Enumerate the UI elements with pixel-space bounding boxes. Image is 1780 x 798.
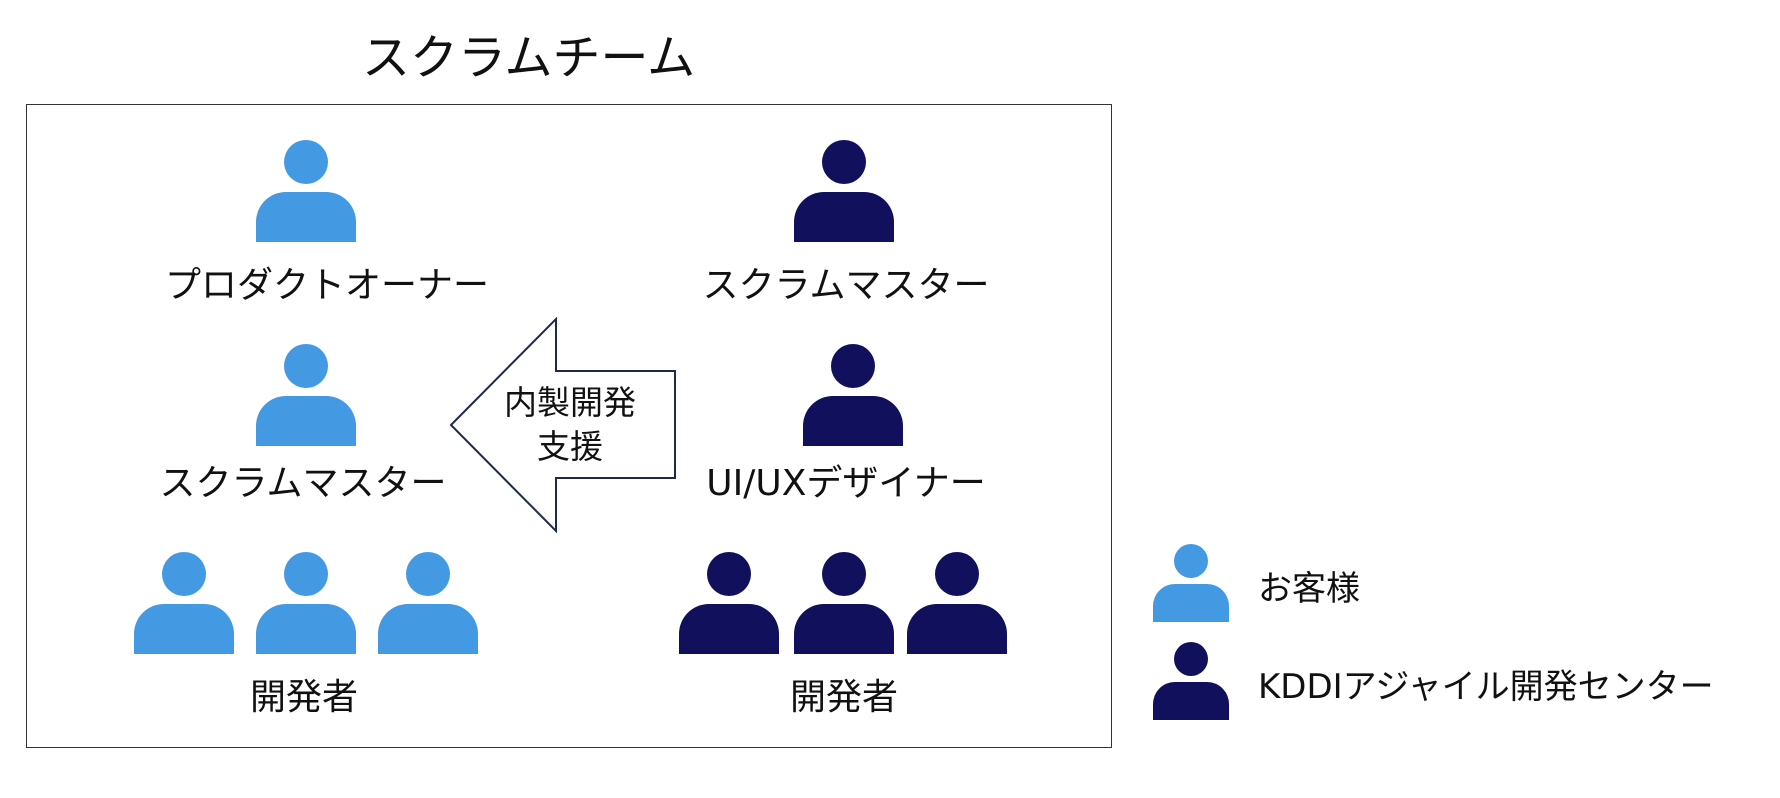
designer-label: UI/UXデザイナー xyxy=(706,463,986,504)
customer-developer-icon-2 xyxy=(256,552,356,654)
product-owner-label: プロダクトオーナー xyxy=(164,265,490,306)
legend-customer-label: お客様 xyxy=(1258,569,1360,609)
designer-icon xyxy=(803,344,903,446)
scrum-team-box xyxy=(26,104,1112,748)
customer-developer-icon-3 xyxy=(378,552,478,654)
kddi-scrum-master-label: スクラムマスター xyxy=(702,265,990,306)
kddi-scrum-master-icon xyxy=(794,140,894,242)
customer-scrum-master-icon xyxy=(256,344,356,446)
customer-developers-label: 開発者 xyxy=(249,677,359,718)
legend-kddi-icon xyxy=(1153,642,1229,720)
customer-scrum-master-label: スクラムマスター xyxy=(159,463,447,504)
support-arrow xyxy=(449,316,676,534)
product-owner-icon xyxy=(256,140,356,242)
legend-kddi-label: KDDIアジャイル開発センター xyxy=(1258,667,1714,707)
customer-developer-icon-1 xyxy=(134,552,234,654)
support-arrow-label-line2: 支援 xyxy=(537,427,603,466)
diagram-title: スクラムチーム xyxy=(362,30,696,86)
kddi-developers-label: 開発者 xyxy=(789,677,899,718)
kddi-developer-icon-3 xyxy=(907,552,1007,654)
support-arrow-label-line1: 内製開発 xyxy=(504,383,636,422)
kddi-developer-icon-1 xyxy=(679,552,779,654)
legend-customer-icon xyxy=(1153,544,1229,622)
support-arrow-label: 内製開発 支援 xyxy=(490,381,650,469)
kddi-developer-icon-2 xyxy=(794,552,894,654)
